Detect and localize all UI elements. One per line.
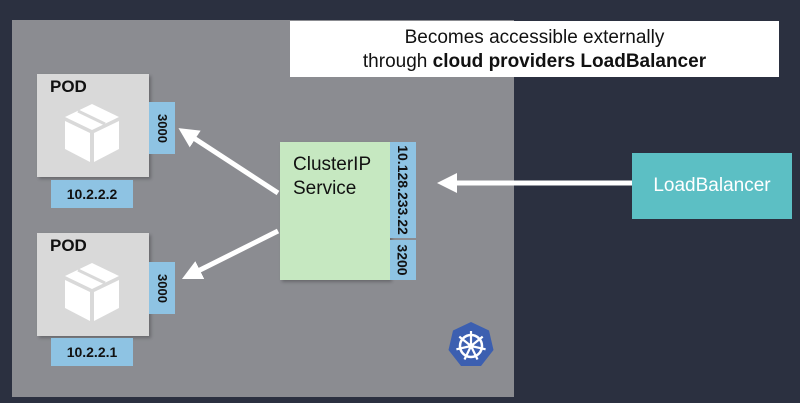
- arrow-service-to-pod-1: [178, 128, 280, 196]
- arrow-service-to-pod-2: [181, 228, 280, 280]
- pod-1-ip-tag: 10.2.2.2: [51, 180, 133, 208]
- pod-2-port-tag: 3000: [149, 262, 175, 314]
- callout-line-1: Becomes accessible externally: [404, 27, 665, 48]
- service-ip-tag: 10.128.233.22: [390, 142, 416, 238]
- callout-box: Becomes accessible externally through cl…: [290, 21, 779, 77]
- callout-line-2: through cloud providers LoadBalancer: [290, 50, 779, 74]
- pod-1[interactable]: POD: [37, 74, 149, 177]
- service-label: ClusterIP Service: [293, 153, 371, 201]
- callout-line-2-bold: cloud providers LoadBalancer: [432, 51, 707, 72]
- kubernetes-logo-icon: [448, 322, 494, 366]
- cube-icon: [65, 263, 119, 321]
- cube-icon: [65, 104, 119, 162]
- callout-line-2-prefix: through: [362, 51, 433, 72]
- pod-2-ip-tag: 10.2.2.1: [51, 338, 133, 366]
- service-port-tag: 3200: [390, 240, 416, 280]
- pod-label: POD: [50, 236, 87, 255]
- service-label-line-1: ClusterIP: [293, 154, 372, 175]
- clusterip-service[interactable]: ClusterIP Service: [280, 142, 390, 280]
- pod-label: POD: [50, 77, 87, 96]
- load-balancer[interactable]: LoadBalancer: [632, 153, 792, 219]
- pod-2[interactable]: POD: [37, 233, 149, 336]
- pod-1-port-tag: 3000: [149, 102, 175, 154]
- service-label-line-2: Service: [293, 178, 357, 199]
